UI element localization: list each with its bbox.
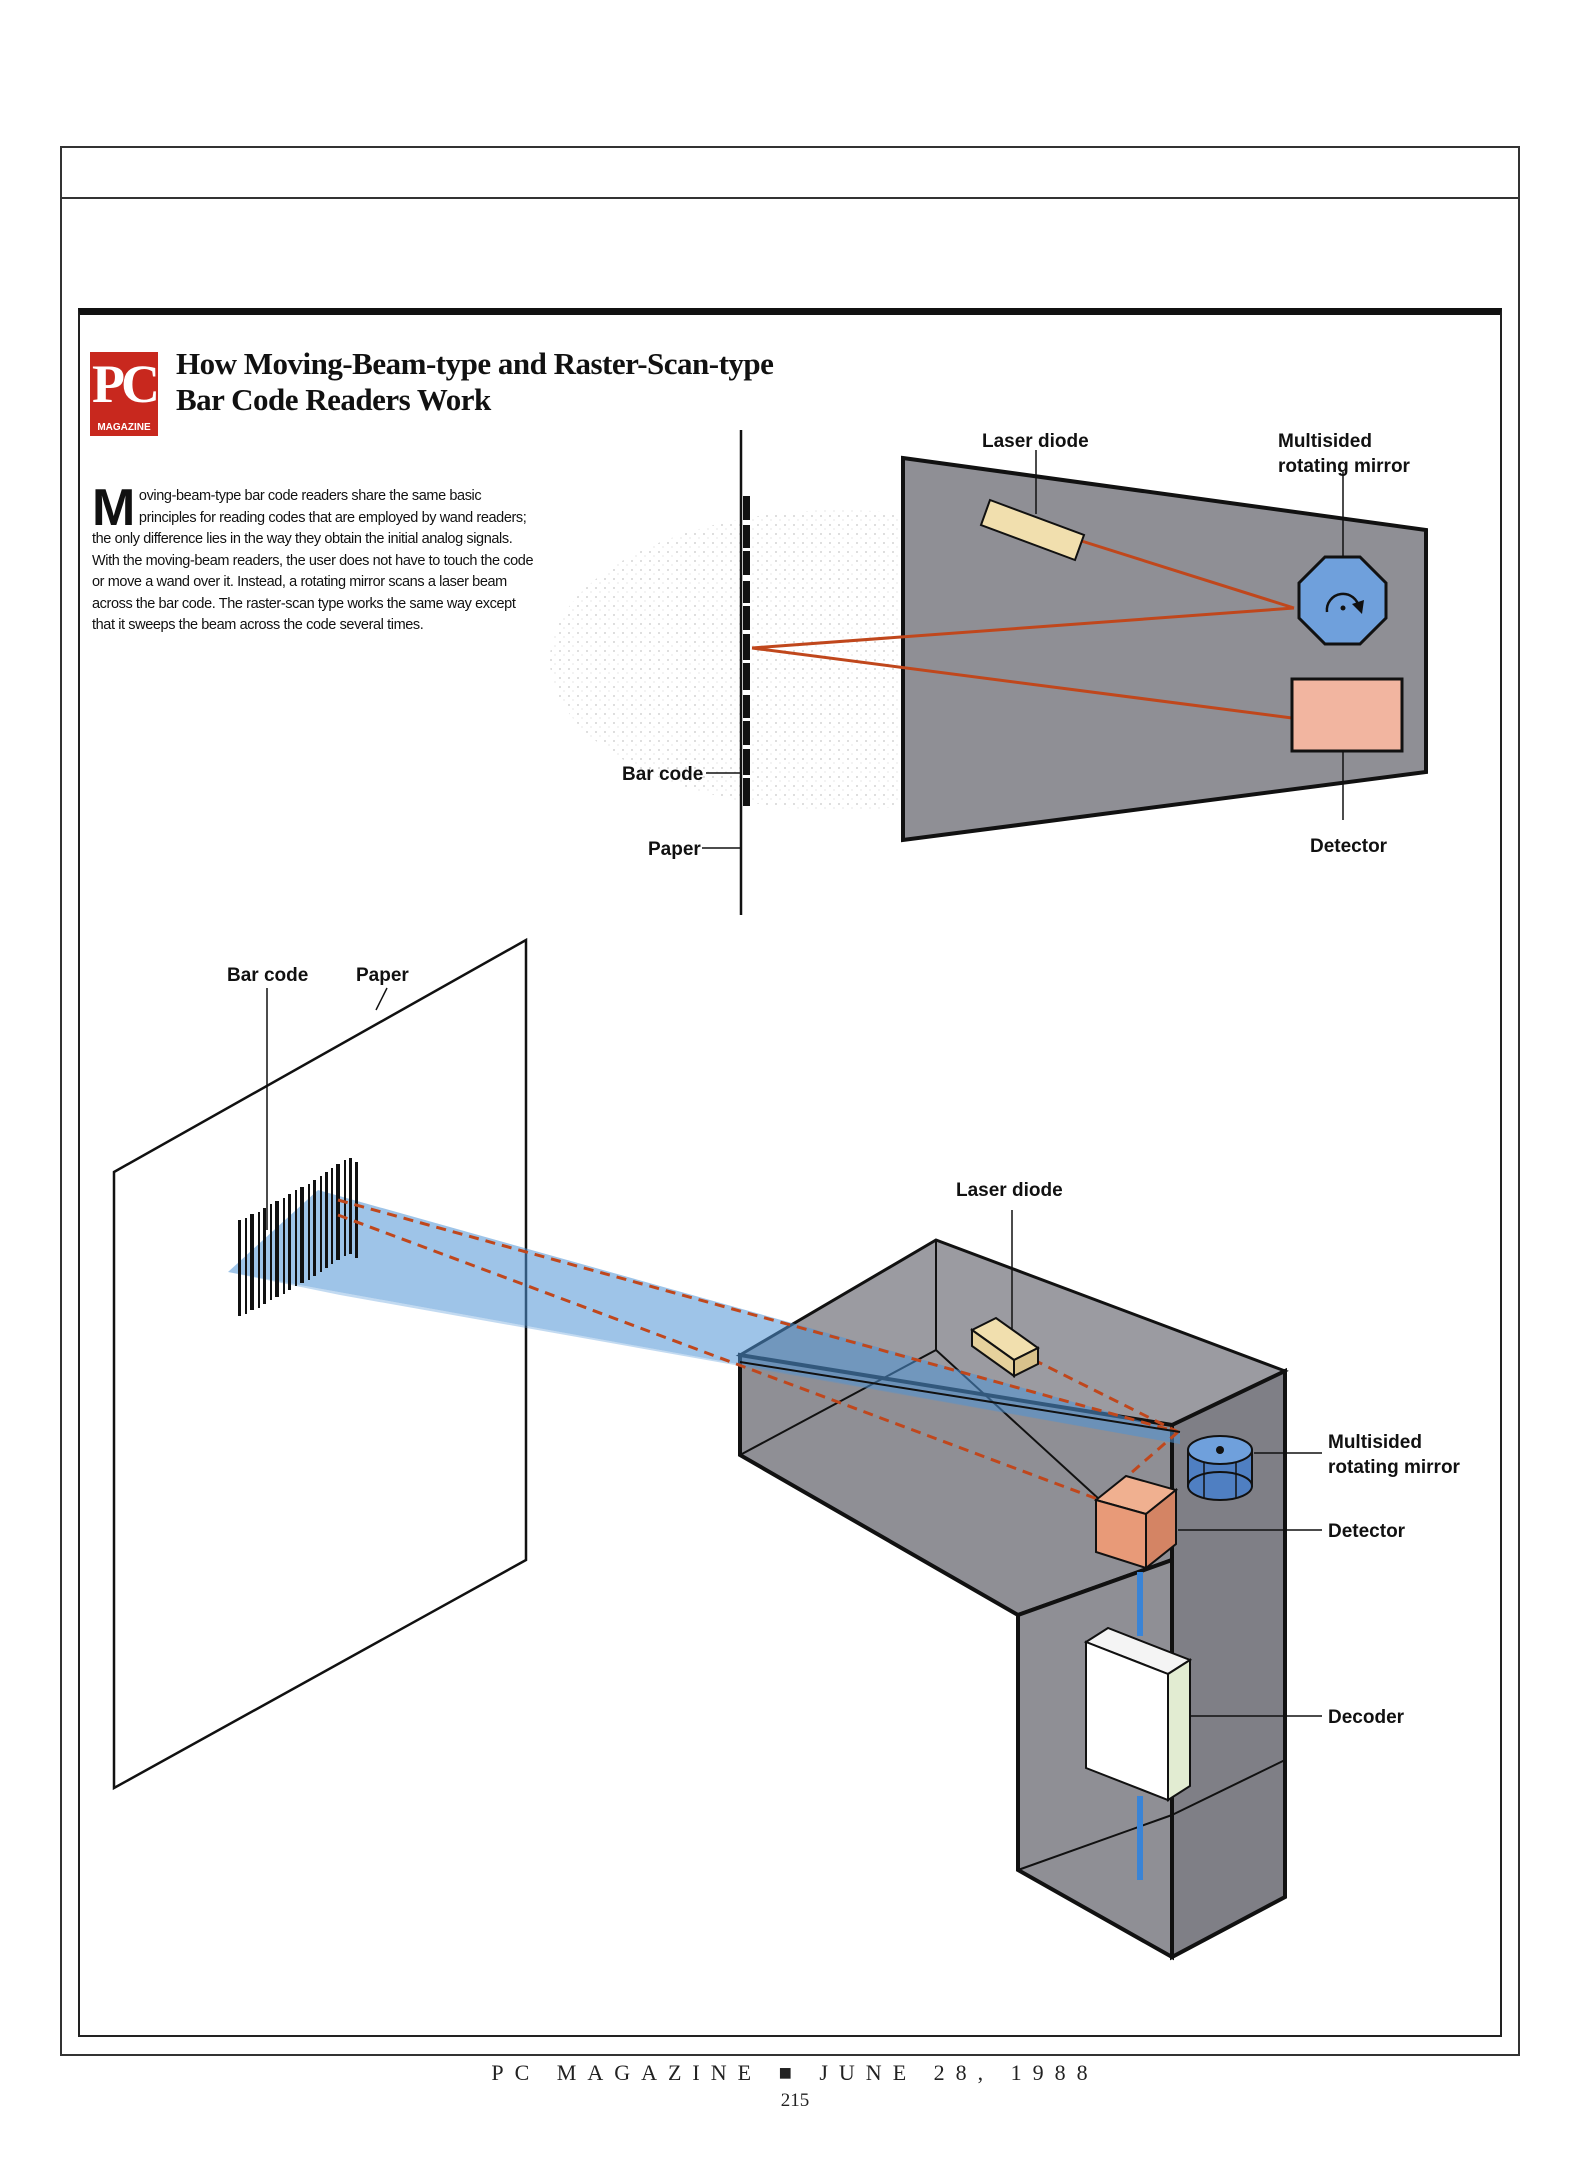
mirror-center-dot — [1340, 605, 1346, 611]
bottom-label-mirror-line2: rotating mirror — [1328, 1457, 1461, 1478]
pc-magazine-logo: PC MAGAZINE — [90, 352, 160, 436]
logo-subtext: MAGAZINE — [97, 422, 151, 433]
bottom-label-mirror-line1: Multisided — [1328, 1432, 1422, 1453]
bottom-diagram: Bar code Paper Laser diode Multisided ro… — [112, 937, 1461, 1961]
top-leader-lines — [702, 450, 1344, 849]
footer-magazine-line: PC MAGAZINE ■ JUNE 28, 1988 — [491, 2060, 1099, 2085]
article-title: How Moving-Beam-type and Raster-Scan-typ… — [176, 346, 896, 418]
bottom-label-decoder: Decoder — [1328, 1707, 1405, 1728]
top-label-mirror-line1: Multisided — [1278, 431, 1372, 452]
bottom-beam-edge-line — [739, 1361, 1181, 1433]
title-line-2: Bar Code Readers Work — [176, 382, 491, 417]
bottom-multisided-mirror — [1187, 1435, 1253, 1501]
bottom-laser-diode-front — [971, 1328, 1015, 1378]
bottom-label-bar-code: Bar code — [227, 965, 308, 986]
page-number: 215 — [780, 2090, 810, 2111]
bottom-label-laser-diode: Laser diode — [956, 1180, 1063, 1201]
top-detector — [1290, 677, 1404, 753]
bottom-label-paper: Paper — [356, 965, 409, 986]
top-laser-diode — [979, 498, 1086, 562]
top-label-mirror-line2: rotating mirror — [1278, 456, 1411, 477]
top-label-detector: Detector — [1310, 836, 1388, 857]
top-multisided-mirror — [1297, 555, 1388, 646]
top-label-paper: Paper — [648, 839, 701, 860]
top-label-bar-code: Bar code — [622, 764, 703, 785]
bottom-leader-lines — [266, 987, 1322, 1717]
bottom-detector-cube — [1093, 1474, 1179, 1571]
bottom-decoder-box — [1083, 1626, 1193, 1802]
page-frame — [60, 146, 1520, 2056]
bottom-paper-sheet — [112, 937, 528, 1791]
top-bar-code — [743, 496, 750, 806]
top-laser-beams — [751, 536, 1295, 720]
rotation-arrow-icon — [1325, 592, 1361, 613]
bottom-scan-beam — [228, 1190, 1180, 1444]
top-diagram: Laser diode Multisided rotating mirror D… — [550, 430, 1428, 915]
intro-text: oving-beam-type bar code readers share t… — [92, 488, 534, 633]
bottom-label-detector: Detector — [1328, 1521, 1406, 1542]
bottom-scan-beam-edge — [228, 1272, 1180, 1444]
top-reader-housing — [901, 455, 1428, 843]
bottom-bar-code — [238, 1158, 358, 1316]
page-frame-rule — [60, 197, 1520, 199]
title-line-1: How Moving-Beam-type and Raster-Scan-typ… — [176, 346, 774, 381]
drop-cap: M — [92, 479, 135, 537]
rotation-arrowhead-icon — [1352, 600, 1364, 614]
logo-text: PC — [92, 354, 160, 414]
top-label-laser-diode: Laser diode — [982, 431, 1089, 452]
